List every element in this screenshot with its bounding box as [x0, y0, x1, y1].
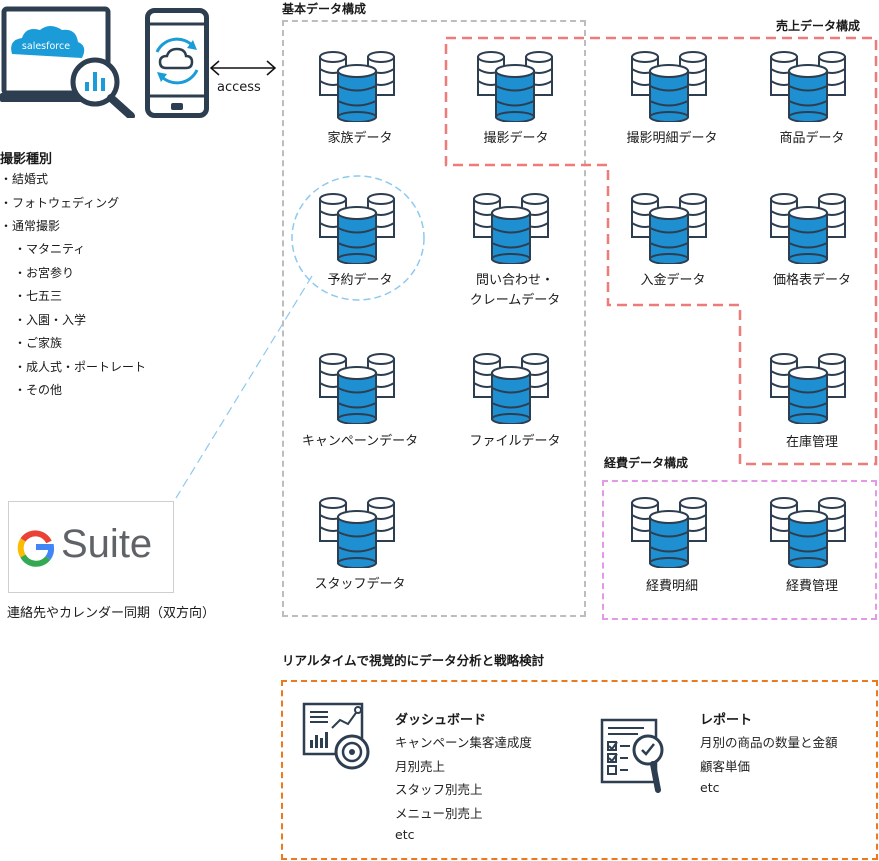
database-icon	[630, 192, 710, 264]
basic-data-section-title: 基本データ構成	[282, 2, 367, 16]
list-item: ・マタニティ	[14, 242, 86, 256]
db-label-photo-detail: 撮影明細データ	[626, 131, 718, 146]
db-label-staff: スタッフデータ	[314, 577, 406, 592]
sales-data-section-title: 売上データ構成	[776, 19, 861, 33]
db-label-campaign: キャンペーンデータ	[301, 434, 419, 449]
database-icon	[472, 192, 552, 264]
db-label-price-list: 価格表データ	[772, 273, 851, 288]
access-label: access	[217, 80, 261, 95]
photo-types-sub-list: ・マタニティ ・お宮参り ・七五三 ・入園・入学 ・ご家族 ・成人式・ポートレー…	[14, 238, 146, 403]
db-label-inventory: 在庫管理	[785, 435, 838, 450]
dashboard-title: ダッシュボード	[395, 713, 487, 728]
list-item: ・通常撮影	[0, 219, 61, 233]
database-icon	[472, 352, 552, 424]
dashboard-chart-icon	[302, 702, 376, 772]
photo-types-list: ・結婚式 ・フォトウェディング ・通常撮影	[0, 168, 119, 239]
database-icon	[769, 50, 849, 122]
analytics-title: リアルタイムで視覚的にデータ分析と戦略検討	[282, 653, 545, 668]
database-icon	[630, 50, 710, 122]
sync-connector-line	[170, 270, 320, 502]
list-item: ・フォトウェディング	[0, 195, 120, 210]
report-title: レポート	[700, 713, 753, 728]
db-label-expense-mgmt: 経費管理	[785, 579, 838, 594]
salesforce-laptop-icon: salesforce	[0, 6, 140, 118]
list-item: ・成人式・ポートレート	[14, 359, 147, 374]
database-icon	[630, 496, 710, 568]
db-label-inquiry-line1: 問い合わせ・	[475, 273, 554, 288]
database-icon	[318, 352, 398, 424]
report-item: 顧客単価	[700, 759, 751, 774]
photo-types-title: 撮影種別	[0, 152, 53, 167]
list-item: ・七五三	[14, 289, 63, 303]
expense-data-section-title: 経費データ構成	[604, 456, 689, 470]
db-label-reservation: 予約データ	[327, 273, 393, 288]
google-g-icon	[17, 530, 55, 567]
db-label-inquiry-line2: クレームデータ	[469, 293, 561, 308]
report-item: 月別の商品の数量と金額	[700, 735, 838, 750]
report-item: etc	[700, 780, 720, 795]
list-item: ・その他	[14, 383, 63, 397]
db-label-photo: 撮影データ	[483, 131, 549, 146]
database-icon	[318, 50, 398, 122]
db-label-payment: 入金データ	[640, 273, 706, 288]
database-icon	[769, 496, 849, 568]
list-item: ・入園・入学	[14, 312, 87, 327]
db-label-expense-detail: 経費明細	[645, 579, 698, 594]
database-icon	[476, 50, 556, 122]
db-label-file: ファイルデータ	[469, 434, 561, 449]
database-icon	[769, 192, 849, 264]
dashboard-item: etc	[395, 827, 415, 842]
database-icon	[769, 352, 849, 424]
dashboard-item: メニュー別売上	[395, 806, 483, 821]
reservation-highlight-circle	[290, 174, 426, 302]
dashboard-item: スタッフ別売上	[395, 782, 483, 797]
gsuite-logo-box: Suite	[8, 501, 174, 593]
list-item: ・お宮参り	[14, 265, 75, 280]
analytics-box	[281, 680, 878, 860]
access-double-arrow	[208, 58, 278, 78]
db-label-product: 商品データ	[779, 131, 845, 146]
db-label-family: 家族データ	[327, 131, 393, 146]
gsuite-caption: 連絡先やカレンダー同期（双方向）	[7, 606, 216, 621]
gsuite-logo-text: Suite	[61, 522, 153, 566]
expense-data-box	[602, 480, 877, 620]
report-magnifier-icon	[600, 718, 674, 794]
list-item: ・ご家族	[14, 336, 63, 350]
svg-text:salesforce: salesforce	[22, 41, 70, 52]
dashboard-item: キャンペーン集客達成度	[395, 735, 532, 750]
database-icon	[318, 496, 398, 568]
smartphone-cloud-sync-icon	[145, 8, 209, 118]
database-icon	[318, 192, 398, 264]
list-item: ・結婚式	[0, 172, 49, 186]
dashboard-item: 月別売上	[395, 759, 446, 774]
